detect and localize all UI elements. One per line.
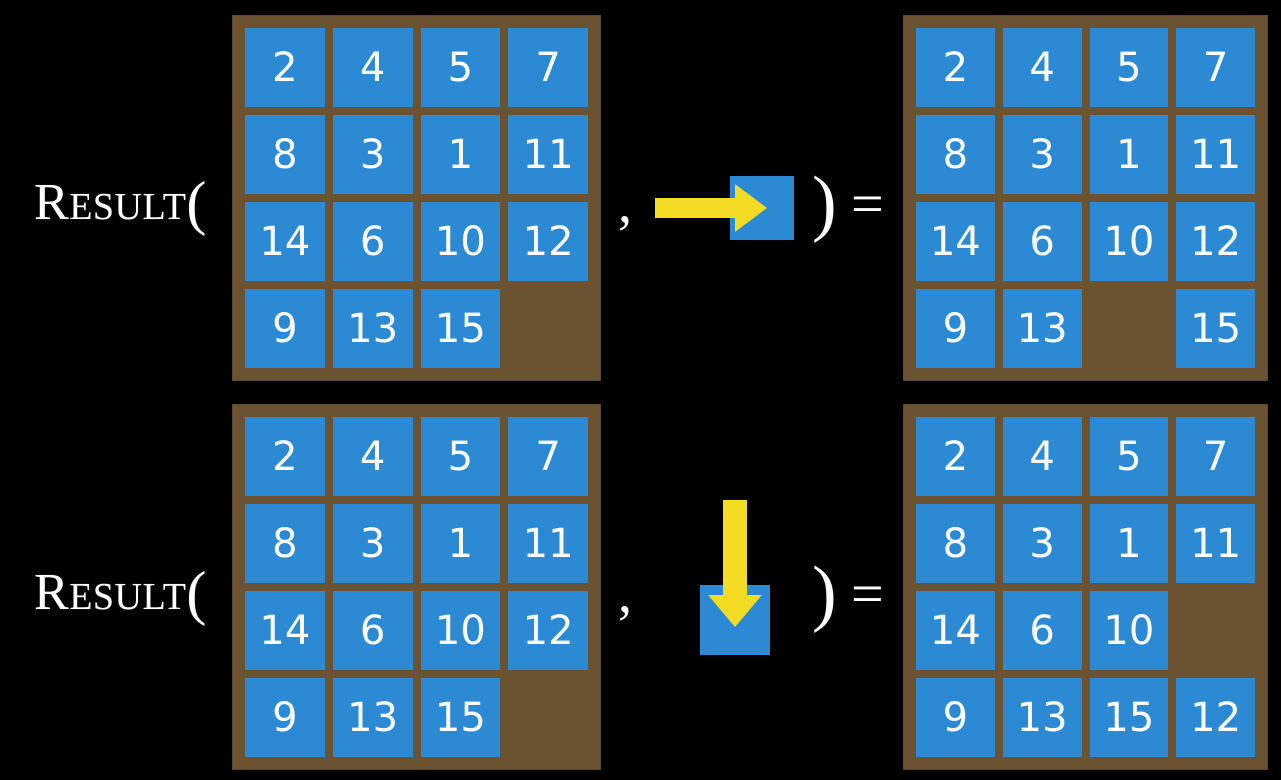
tile[interactable]: 6	[1002, 591, 1082, 670]
close-paren: )	[812, 162, 837, 244]
tile[interactable]: 12	[1176, 678, 1255, 757]
tile[interactable]: 13	[332, 289, 413, 368]
arrow-right-icon	[655, 184, 767, 232]
tile[interactable]: 5	[420, 417, 501, 496]
arrow-down-icon	[708, 500, 762, 627]
tile[interactable]: 5	[1089, 417, 1169, 496]
tile[interactable]: 10	[1089, 591, 1169, 670]
tile[interactable]: 6	[332, 202, 413, 281]
tile[interactable]: 2	[245, 417, 325, 496]
tile[interactable]: 8	[245, 504, 325, 583]
tile[interactable]: 10	[1089, 202, 1169, 281]
input-board-right-slide: 2 4 5 7 8 3 1 11 14 6 10 12 9 13 15	[232, 15, 601, 381]
tile[interactable]: 2	[916, 417, 995, 496]
tile[interactable]: 13	[332, 678, 413, 757]
tile[interactable]: 1	[420, 504, 501, 583]
tile[interactable]: 12	[1176, 202, 1255, 281]
result-label-smallcaps: ESULT	[69, 186, 187, 228]
tile[interactable]: 3	[1002, 504, 1082, 583]
result-label-smallcaps: ESULT	[69, 576, 187, 618]
tile[interactable]: 1	[420, 115, 501, 194]
tile[interactable]: 13	[1002, 289, 1082, 368]
tile[interactable]: 5	[1089, 28, 1169, 107]
tile[interactable]: 3	[332, 115, 413, 194]
tile[interactable]: 2	[245, 28, 325, 107]
tile[interactable]: 4	[1002, 28, 1082, 107]
tile[interactable]: 11	[508, 115, 588, 194]
board-grid: 2 4 5 7 8 3 1 11 14 6 10 9 13 15 12	[916, 417, 1255, 757]
tile[interactable]: 6	[1002, 202, 1082, 281]
tile-blank	[1176, 591, 1255, 670]
tile[interactable]: 14	[916, 591, 995, 670]
tile[interactable]: 14	[245, 591, 325, 670]
tile[interactable]: 2	[916, 28, 995, 107]
tile[interactable]: 14	[245, 202, 325, 281]
tile[interactable]: 1	[1089, 115, 1169, 194]
equation-row-down-slide: RESULT( 2 4 5 7 8 3 1 11 14 6 10 12 9 13…	[0, 390, 1281, 780]
tile[interactable]: 3	[1002, 115, 1082, 194]
output-board-down-slide: 2 4 5 7 8 3 1 11 14 6 10 9 13 15 12	[903, 404, 1268, 770]
tile[interactable]: 11	[508, 504, 588, 583]
action-slide-down	[700, 500, 790, 660]
tile-blank	[508, 678, 588, 757]
board-grid: 2 4 5 7 8 3 1 11 14 6 10 12 9 13 15	[245, 417, 588, 757]
result-label-open-paren: (	[186, 170, 207, 236]
action-slide-right	[655, 176, 805, 246]
tile[interactable]: 4	[332, 417, 413, 496]
tile[interactable]: 7	[508, 417, 588, 496]
equals-sign: =	[851, 171, 884, 236]
tile[interactable]: 13	[1002, 678, 1082, 757]
tile[interactable]: 9	[245, 289, 325, 368]
board-grid: 2 4 5 7 8 3 1 11 14 6 10 12 9 13 15	[245, 28, 588, 368]
tile[interactable]: 9	[916, 678, 995, 757]
tile[interactable]: 15	[420, 289, 501, 368]
tile[interactable]: 8	[916, 115, 995, 194]
tile-blank	[1090, 289, 1169, 368]
tile[interactable]: 10	[420, 591, 501, 670]
tile[interactable]: 7	[508, 28, 588, 107]
tile[interactable]: 9	[245, 678, 325, 757]
tile[interactable]: 15	[420, 678, 501, 757]
output-board-right-slide: 2 4 5 7 8 3 1 11 14 6 10 12 9 13 15	[903, 15, 1268, 381]
equation-row-right-slide: RESULT( 2 4 5 7 8 3 1 11 14 6 10 12 9 13…	[34, 15, 1268, 381]
tile[interactable]: 12	[508, 202, 588, 281]
tile[interactable]: 14	[916, 202, 995, 281]
tile[interactable]: 7	[1176, 417, 1255, 496]
close-paren: )	[812, 552, 837, 634]
tile[interactable]: 10	[420, 202, 501, 281]
tile[interactable]: 11	[1176, 115, 1255, 194]
result-function-label: RESULT(	[34, 563, 207, 623]
tile[interactable]: 12	[508, 591, 588, 670]
tile[interactable]: 8	[245, 115, 325, 194]
input-board-down-slide: 2 4 5 7 8 3 1 11 14 6 10 12 9 13 15	[232, 404, 601, 770]
tile[interactable]: 4	[332, 28, 413, 107]
tile[interactable]: 15	[1176, 289, 1255, 368]
tile[interactable]: 8	[916, 504, 995, 583]
tile[interactable]: 11	[1176, 504, 1255, 583]
tile[interactable]: 5	[420, 28, 501, 107]
result-label-open-paren: (	[186, 560, 207, 626]
tile[interactable]: 15	[1089, 678, 1169, 757]
argument-separator: ,	[618, 173, 632, 235]
argument-separator: ,	[618, 563, 632, 625]
result-label-capital: R	[34, 174, 70, 231]
tile[interactable]: 4	[1002, 417, 1082, 496]
tile[interactable]: 9	[916, 289, 995, 368]
tile[interactable]: 1	[1089, 504, 1169, 583]
board-grid: 2 4 5 7 8 3 1 11 14 6 10 12 9 13 15	[916, 28, 1255, 368]
tile[interactable]: 7	[1176, 28, 1255, 107]
equals-sign: =	[851, 561, 884, 626]
tile[interactable]: 3	[332, 504, 413, 583]
result-label-capital: R	[34, 564, 70, 621]
result-function-label: RESULT(	[34, 173, 207, 233]
tile[interactable]: 6	[332, 591, 413, 670]
tile-blank	[508, 289, 588, 368]
